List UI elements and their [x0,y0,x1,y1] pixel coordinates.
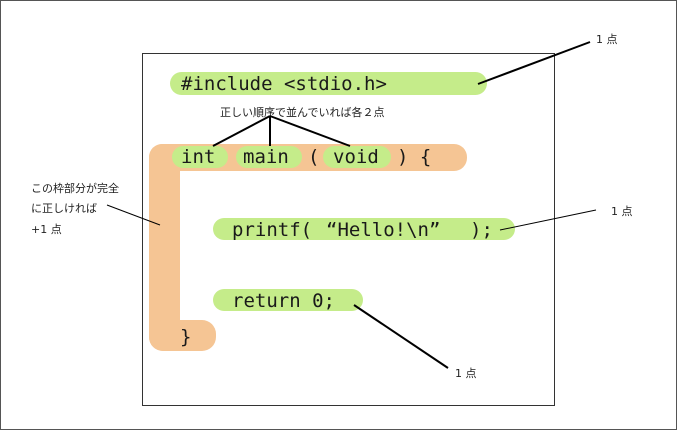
frame-rule-line [106,204,161,226]
void-keyword: void [333,146,379,168]
printf-end: ); [470,219,493,241]
printf-score-line [499,209,597,231]
printf-call: printf( [232,219,313,241]
printf-score-label: 1 点 [611,205,633,218]
function-frame-left [149,144,180,351]
include-score-line [477,41,591,85]
include-highlight [170,72,487,95]
printf-highlight [213,218,515,240]
void-highlight [323,146,391,168]
int-highlight [172,146,228,168]
include-statement: #include <stdio.h> [181,73,387,95]
code-box [142,53,555,406]
hello-string: “Hello!\n” [326,219,441,241]
order-line-void [269,115,351,147]
return-score-line [353,304,449,369]
open-paren: ( [308,146,320,168]
frame-rule-line1: この枠部分が完全 [31,182,119,195]
closing-brace: } [180,326,192,348]
int-keyword: int [181,146,216,168]
order-line-int [212,115,271,147]
main-highlight [236,146,302,168]
main-identifier: main [243,146,289,168]
function-frame-bottom [149,320,216,351]
frame-rule-line2: に正しければ [31,202,97,215]
order-rule-label: 正しい順序で並んでいれば各２点 [220,106,385,119]
return-score-label: 1 点 [455,367,477,380]
return-statement: return 0; [232,290,335,312]
frame-rule-line3: +1 点 [31,223,62,236]
close-paren-open-brace: ) { [397,146,432,168]
return-highlight [213,289,363,311]
include-score-label: 1 点 [596,33,618,46]
